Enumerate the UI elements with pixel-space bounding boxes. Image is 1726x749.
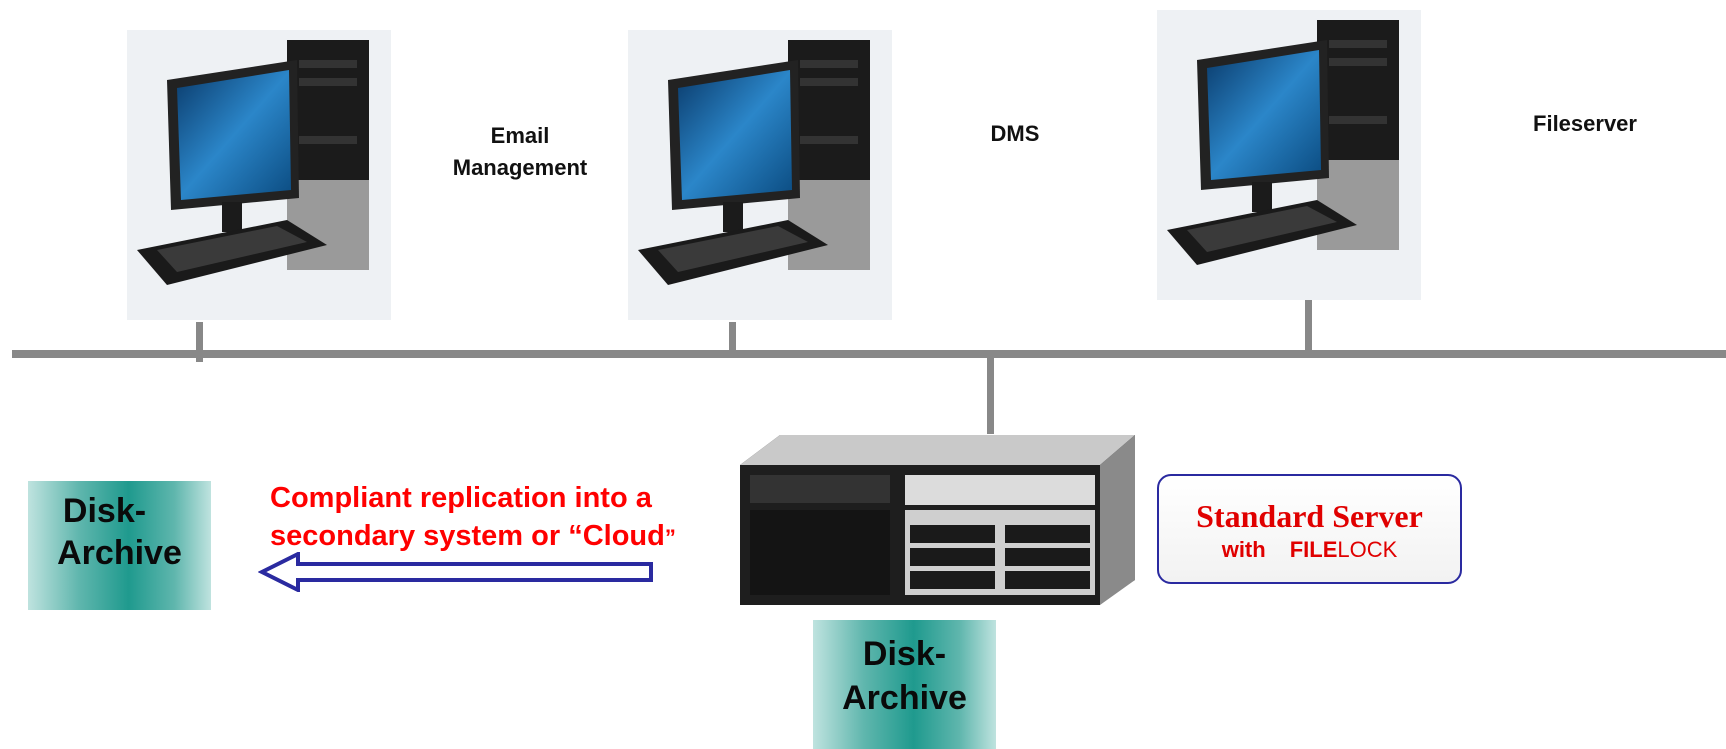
- disk-archive-secondary: Disk- Archive: [28, 481, 211, 610]
- drop-line-dms: [729, 322, 736, 354]
- dms-computer: [628, 30, 892, 320]
- rack-server: [740, 430, 1135, 605]
- standard-server-title: Standard Server: [1196, 498, 1423, 534]
- fileserver-computer: [1157, 10, 1421, 300]
- disk-archive-secondary-line1: Disk-: [62, 492, 147, 530]
- filelock-regular: LOCK: [1337, 537, 1398, 562]
- replication-note-line2: secondary system or “Cloud”: [270, 520, 676, 552]
- email-management-computer: [127, 30, 391, 320]
- desktop-computer-icon: [1167, 20, 1399, 265]
- drop-line-email: [196, 322, 203, 362]
- disk-archive-primary-line2: Archive: [842, 679, 967, 717]
- fileserver-label: Fileserver: [1533, 111, 1637, 136]
- network-bus: [12, 350, 1726, 358]
- desktop-computer-icon: [638, 40, 870, 285]
- disk-archive-primary: Disk- Archive: [813, 620, 996, 749]
- disk-archive-primary-line1: Disk-: [862, 635, 947, 673]
- desktop-computer-icon: [137, 40, 369, 285]
- replication-note: Compliant replication into a secondary s…: [270, 479, 750, 557]
- disk-archive-secondary-line2: Archive: [57, 534, 182, 572]
- dms-label: DMS: [990, 121, 1040, 146]
- drop-line-fileserver: [1305, 300, 1312, 354]
- replication-note-line1: Compliant replication into a: [270, 482, 652, 514]
- drop-line-server: [987, 356, 994, 434]
- email-management-label: Email Management: [452, 123, 588, 180]
- rack-server-icon: [740, 435, 1135, 605]
- replication-arrow-icon: [258, 552, 653, 592]
- filelock-bold: FILE: [1289, 537, 1338, 562]
